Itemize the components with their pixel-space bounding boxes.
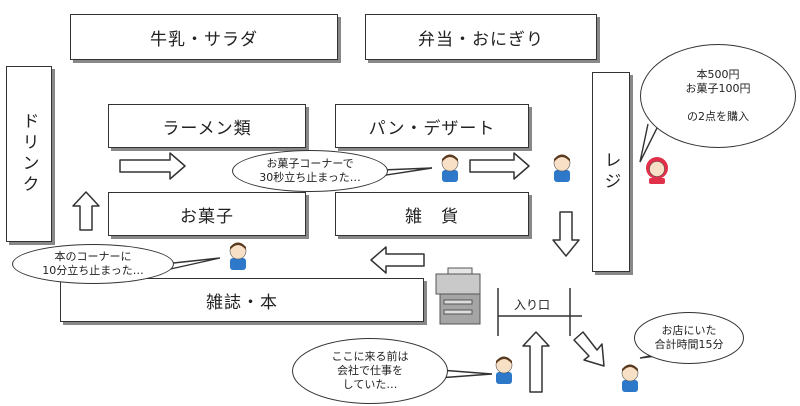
shelf-ramen: ラーメン類 <box>108 104 306 148</box>
shelf-milk-salad: 牛乳・サラダ <box>70 14 338 60</box>
shelf-label: ラーメン類 <box>162 118 252 139</box>
shelf-label: ドリンク <box>18 112 39 196</box>
person-icon <box>441 154 459 182</box>
shelf-magazines-books: 雑誌・本 <box>60 278 424 322</box>
shelf-label: パン・デザート <box>368 118 496 139</box>
entrance-label: 入り口 <box>514 298 551 312</box>
arrow-up-icon <box>72 191 100 231</box>
shelf-bento-onigiri: 弁当・おにぎり <box>365 14 597 60</box>
arrow-down-icon <box>552 211 580 257</box>
arrow-right-icon <box>469 152 530 180</box>
shelf-goods: 雑 貨 <box>335 192 529 236</box>
shelf-drink: ドリンク <box>6 66 52 242</box>
arrow-right-icon <box>119 152 186 180</box>
person-icon <box>553 154 571 182</box>
shelf-label: 雑誌・本 <box>206 292 278 313</box>
clerk-icon <box>646 157 668 184</box>
bubble-before: ここに来る前は 会社で仕事を していた… <box>292 338 448 404</box>
person-icon <box>495 356 513 384</box>
shelf-register: レジ <box>592 72 630 272</box>
bubble-purchase: 本500円 お菓子100円 の2点を購入 <box>640 44 796 148</box>
shelf-label: 雑 貨 <box>405 206 459 227</box>
shelf-bread-dessert: パン・デザート <box>335 104 529 148</box>
arrow-left-icon <box>370 246 425 274</box>
person-icon <box>229 242 247 270</box>
shelf-label: 牛乳・サラダ <box>150 29 258 50</box>
bubble-total-time: お店にいた 合計時間15分 <box>634 312 744 364</box>
shelf-label: お菓子 <box>180 206 234 227</box>
bubble-snack-corner: お菓子コーナーで 30秒立ち止まった… <box>232 150 388 192</box>
shelf-label: 弁当・おにぎり <box>418 29 544 50</box>
arrow-up-icon <box>522 331 550 393</box>
arrow-diagonal-icon <box>573 331 605 367</box>
shelf-label: レジ <box>600 151 621 193</box>
person-icon <box>621 364 639 392</box>
printer-icon <box>435 267 481 325</box>
bubble-book-corner: 本のコーナーに 10分立ち止まった… <box>12 244 174 284</box>
shelf-snacks: お菓子 <box>108 192 306 236</box>
